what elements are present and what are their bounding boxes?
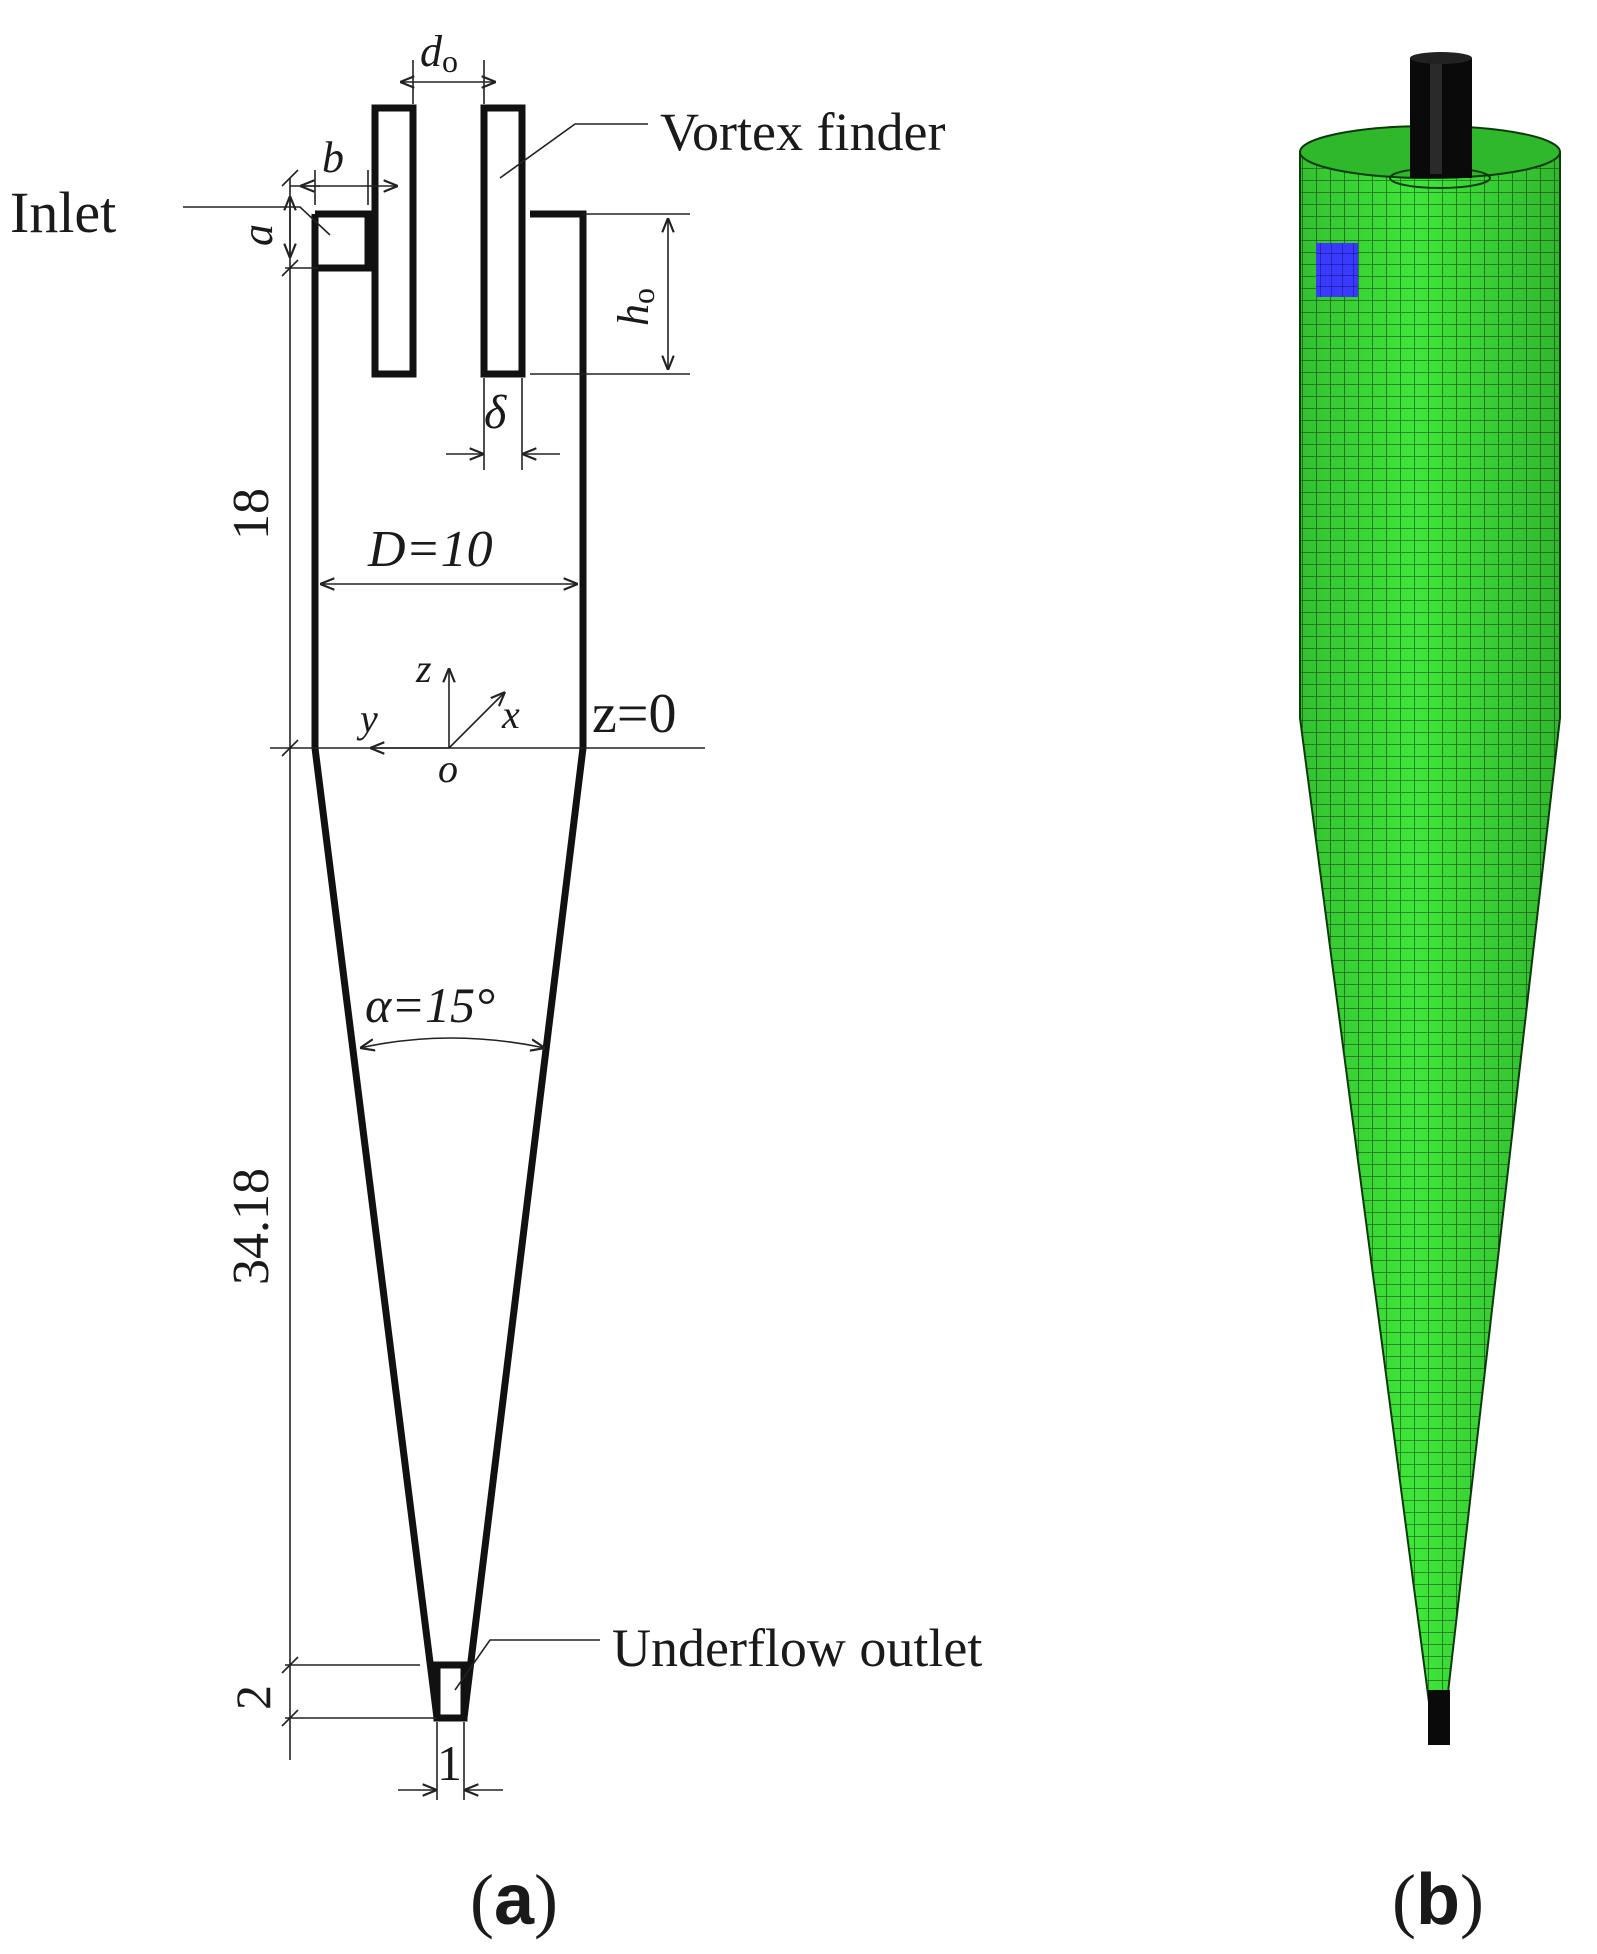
vortex-finder-label: Vortex finder (660, 102, 945, 162)
inlet-leader (183, 206, 331, 236)
vortex-finder-left-wall (371, 104, 417, 378)
vortex-finder-right-wall (480, 104, 526, 378)
cyclone-body-outline (311, 210, 587, 1722)
vortex-finder-top (1410, 52, 1472, 64)
axis-x-arrow (448, 692, 505, 749)
axis-x-label: x (501, 692, 520, 737)
underflow-outlet-pipe (433, 1661, 468, 1722)
alpha-arc (360, 1037, 545, 1048)
caption-a: (a) (470, 1860, 558, 1940)
a-label: a (233, 224, 282, 246)
alpha-label: α=15° (365, 977, 495, 1033)
inlet-patch (1316, 243, 1358, 297)
axis-y-label: y (356, 696, 378, 741)
panel-a: do b a Inlet Vortex finder ho δ 18 D=10 (10, 27, 982, 1940)
caption-b: (b) (1392, 1860, 1484, 1940)
mesh-body (1300, 138, 1560, 1710)
origin-label: o (438, 746, 458, 791)
ho-label: ho (609, 288, 661, 326)
panel-b: (b) (1299, 52, 1561, 1940)
b-label: b (322, 133, 344, 182)
underflow-outlet-label: Underflow outlet (612, 1618, 982, 1678)
tick-z0 (281, 739, 299, 757)
tick-top (281, 169, 299, 187)
length-3418-label: 34.18 (223, 1168, 280, 1285)
do-label: do (420, 27, 458, 79)
z0-label: z=0 (592, 683, 676, 745)
underflow-outlet-leader (454, 1639, 600, 1691)
underflow-outlet-mesh (1428, 1690, 1450, 1745)
D-label: D=10 (367, 521, 493, 578)
axis-z-label: z (415, 646, 432, 691)
length-18-label: 18 (223, 488, 280, 540)
length-2-label: 2 (225, 1685, 281, 1710)
inlet-label: Inlet (10, 180, 116, 245)
vortex-finder-leader (499, 123, 648, 179)
vortex-finder-pipe-highlight (1430, 62, 1442, 174)
inlet-box (315, 210, 372, 272)
delta-label: δ (484, 386, 507, 439)
length-1-label: 1 (437, 1735, 462, 1791)
